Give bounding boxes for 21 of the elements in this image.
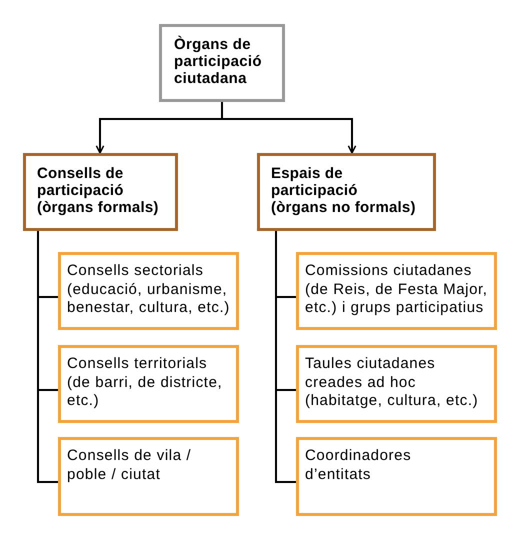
connector-line bbox=[37, 231, 58, 483]
node-label: Consells territorials (de barri, de districte, etc.) bbox=[67, 355, 224, 410]
group-box bbox=[23, 153, 178, 231]
item-box bbox=[58, 252, 239, 330]
node-label: Espais de participació (òrgans no formals) bbox=[271, 165, 417, 216]
item-box bbox=[58, 437, 239, 516]
node-label: Consells de vila / poble / ciutat bbox=[67, 447, 192, 484]
node-label: Coordinadores d’entitats bbox=[305, 447, 412, 484]
item-box bbox=[296, 252, 497, 330]
node-label: Comissions ciutadanes (de Reis, de Festa Major, etc.) i grups participatius bbox=[305, 262, 489, 318]
item-box bbox=[58, 345, 239, 423]
category-box bbox=[159, 24, 285, 102]
node-label: Consells de participació (òrgans formals) bbox=[37, 165, 160, 216]
connector-line bbox=[275, 231, 296, 483]
node-label: Taules ciutadanes creades ad hoc (habitatge, cultura, etc.) bbox=[305, 355, 480, 410]
arrow bbox=[221, 102, 356, 154]
item-box bbox=[296, 437, 497, 516]
group-box bbox=[257, 153, 436, 231]
node-label: Consells sectorials (educació, urbanisme, benestar, cultura, etc.) bbox=[67, 262, 231, 318]
node-label: Òrgans de participació ciutadana bbox=[174, 36, 263, 87]
item-box bbox=[296, 345, 497, 423]
